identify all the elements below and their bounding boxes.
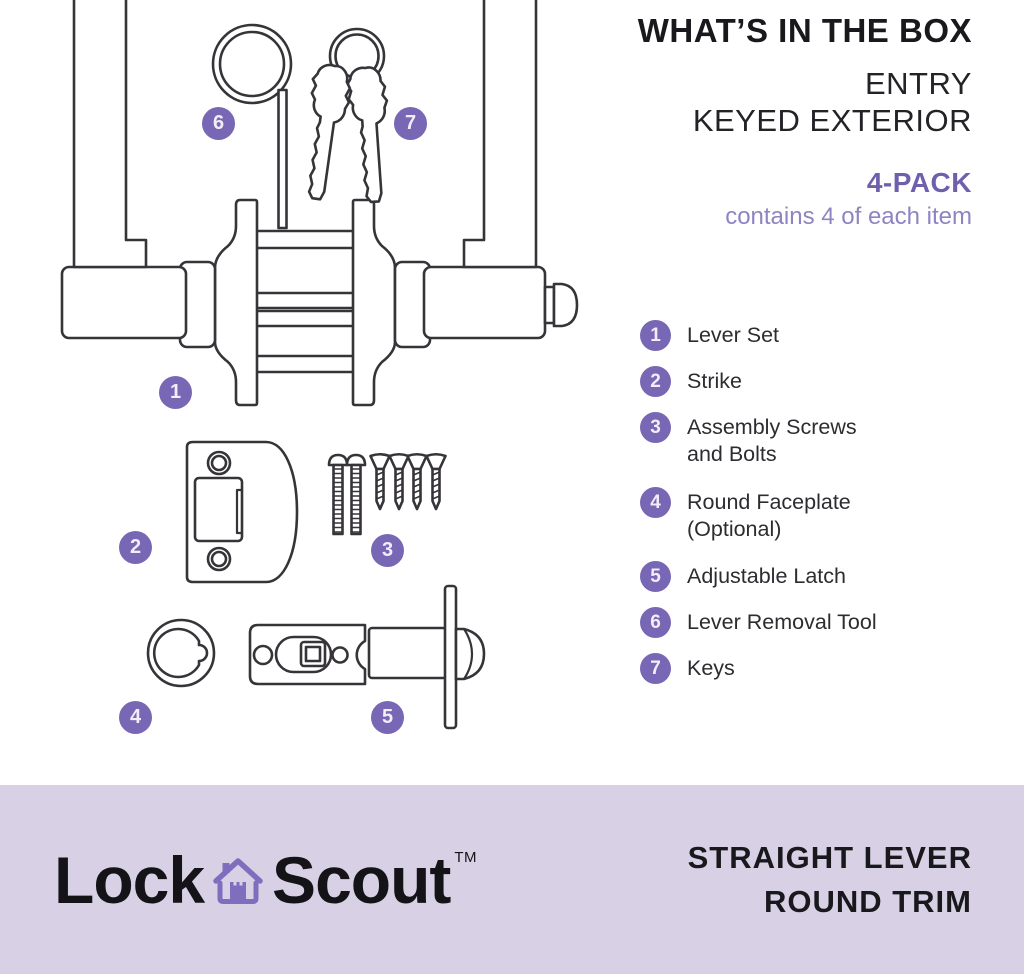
diagram-badge-3: 3 (371, 534, 404, 567)
list-item-lever-set: 1 Lever Set (640, 320, 779, 351)
adjustable-latch-diagram (248, 584, 486, 730)
trademark-symbol: TM (454, 849, 478, 866)
diagram-badge-4: 4 (119, 701, 152, 734)
lever-set-diagram (60, 0, 579, 407)
list-item-label: Lever Set (687, 323, 780, 347)
list-badge-3: 3 (640, 412, 671, 443)
product-line-1: STRAIGHT LEVER (687, 839, 972, 875)
diagram-badge-1: 1 (159, 376, 192, 409)
header: WHAT’S IN THE BOX ENTRY KEYED EXTERIOR 4… (532, 12, 972, 231)
product-line-2: ROUND TRIM (763, 883, 972, 919)
list-badge-4: 4 (640, 487, 671, 518)
list-badge-7: 7 (640, 653, 671, 684)
brand-word-lock: Lock (54, 843, 205, 917)
page-title: WHAT’S IN THE BOX (637, 12, 972, 49)
product-name: STRAIGHT LEVER ROUND TRIM (688, 836, 972, 924)
list-item-strike: 2 Strike (640, 366, 742, 397)
footer-bar: Lock Scout TM STRAIGHT LEVER ROUND TRIM (0, 785, 1024, 974)
diagram-canvas (60, 0, 579, 730)
screws-diagram (327, 452, 447, 536)
subtitle-line-2: KEYED EXTERIOR (692, 103, 972, 138)
lever-removal-tool-diagram (211, 23, 293, 230)
list-item-label: Adjustable Latch (687, 564, 846, 588)
subtitle-line-1: ENTRY (864, 66, 972, 101)
pack-note: contains 4 of each item (725, 203, 972, 230)
list-badge-5: 5 (640, 561, 671, 592)
diagram-badge-5: 5 (371, 701, 404, 734)
brand-logo: Lock Scout TM (54, 843, 478, 917)
diagram-badge-6: 6 (202, 107, 235, 140)
diagram-badge-2: 2 (119, 531, 152, 564)
list-badge-1: 1 (640, 320, 671, 351)
house-icon (212, 856, 264, 904)
list-item-adjustable-latch: 5 Adjustable Latch (640, 561, 846, 592)
brand-word-scout: Scout (272, 843, 451, 917)
list-item-lever-removal-tool: 6 Lever Removal Tool (640, 607, 877, 638)
keys-diagram (307, 27, 389, 204)
list-item-round-faceplate: 4 Round Faceplate(Optional) (640, 487, 851, 543)
list-badge-6: 6 (640, 607, 671, 638)
list-item-keys: 7 Keys (640, 653, 735, 684)
list-badge-2: 2 (640, 366, 671, 397)
strike-diagram (185, 440, 299, 584)
list-item-label: Round Faceplate(Optional) (687, 490, 851, 541)
diagram-badge-7: 7 (394, 107, 427, 140)
list-item-label: Lever Removal Tool (687, 610, 877, 634)
pack-label: 4-PACK (866, 167, 972, 198)
subtitle: ENTRY KEYED EXTERIOR (532, 65, 972, 139)
round-faceplate-diagram (146, 618, 216, 688)
list-item-label: Keys (687, 656, 735, 680)
list-item-label: Strike (687, 369, 742, 393)
